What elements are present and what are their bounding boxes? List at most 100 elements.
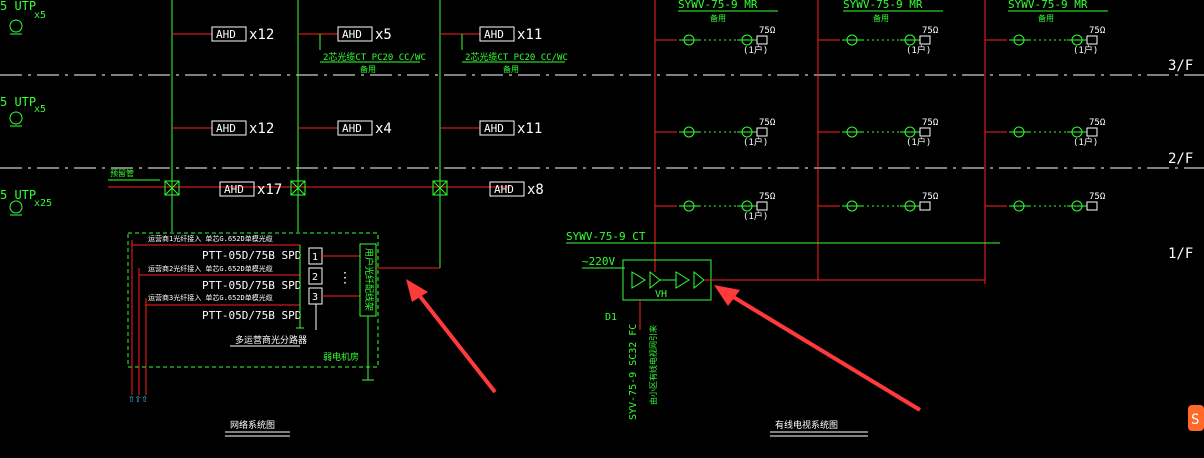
outlet-count-label: (1户) xyxy=(1073,136,1098,148)
catv-top-labels: SYWV-75-9 MR 备用 SYWV-75-9 MR 备用 SYWV-75-… xyxy=(678,0,1108,23)
svg-text:VH: VH xyxy=(655,289,667,300)
floor-label-3: 3/F xyxy=(1168,58,1193,74)
splitter-label: 多运营商光分路器 xyxy=(235,334,307,346)
svg-text:1: 1 xyxy=(312,252,318,263)
svg-text:备用: 备用 xyxy=(873,13,889,23)
spare-note-2: 备用 xyxy=(503,64,519,74)
terminal-resistor xyxy=(1086,201,1098,211)
terminal-resistor xyxy=(756,127,768,137)
terminal-label: 75Ω xyxy=(759,118,776,128)
svg-text:x12: x12 xyxy=(249,27,274,43)
ahd-box-f2-2: AHD x4 xyxy=(337,120,392,137)
spd-1: PTT-05D/75B SPD xyxy=(202,249,301,262)
catv-tap-row: 75Ω (1户) xyxy=(818,118,939,148)
svg-text:x8: x8 xyxy=(527,182,544,198)
terminal-resistor xyxy=(919,201,931,211)
terminal-label: 75Ω xyxy=(922,26,939,36)
port-dots: ⋮ xyxy=(338,270,352,286)
feed-cable-label: SYWV-75-9 CT xyxy=(566,230,646,243)
ground-label: D1 xyxy=(605,312,617,323)
utp-label: 5 UTP xyxy=(0,95,36,109)
operator-3: 运营商3光纤接入 单芯G.652D单模光缆 xyxy=(148,293,273,302)
svg-text:AHD: AHD xyxy=(342,122,362,135)
svg-text:x5: x5 xyxy=(375,27,392,43)
utp-group-2: 5 UTP x5 xyxy=(0,95,46,127)
svg-text:AHD: AHD xyxy=(224,183,244,196)
svg-text:AHD: AHD xyxy=(342,28,362,41)
logo-icon: S xyxy=(1188,405,1204,431)
network-caption: 网络系统图 xyxy=(230,419,275,431)
svg-text:x11: x11 xyxy=(517,27,542,43)
utp-count: x25 xyxy=(34,198,52,209)
riser-cable-label: SYV-75-9 SC32 FC xyxy=(628,324,639,420)
terminal-resistor xyxy=(1086,127,1098,137)
port-box-3: 3 xyxy=(308,287,323,305)
terminal-label: 75Ω xyxy=(1089,26,1106,36)
outlet-count-label: (1户) xyxy=(743,210,768,222)
catv-tap-row: 75Ω xyxy=(818,192,939,212)
catv-tap-row: 75Ω (1户) xyxy=(985,26,1106,56)
outlet-count-label: (1户) xyxy=(906,44,931,56)
svg-text:AHD: AHD xyxy=(494,183,514,196)
svg-text:AHD: AHD xyxy=(216,28,236,41)
odf-frame: 用户光纤配线架 xyxy=(359,243,377,317)
terminal-resistor xyxy=(919,127,931,137)
junction-box-1 xyxy=(164,180,180,196)
svg-text:用户光纤配线架: 用户光纤配线架 xyxy=(363,248,375,311)
operator-2: 运营商2光纤接入 单芯G.652D单模光缆 xyxy=(148,264,273,273)
machine-room-frame xyxy=(127,232,379,368)
riser-cable-note: 由小区有线电视网引来 xyxy=(648,325,658,405)
riser-note: 预留管 xyxy=(110,168,134,178)
outlet-count-label: (1户) xyxy=(743,136,768,148)
spare-note-1: 备用 xyxy=(360,64,376,74)
ahd-box-f2-3: AHD x11 xyxy=(479,120,542,137)
outlet-icon xyxy=(9,19,23,33)
ahd-box-f2-1: AHD x12 xyxy=(211,120,274,137)
utp-label: 5 UTP xyxy=(0,0,36,13)
annotation-arrow-2 xyxy=(714,285,922,412)
port-box-1: 1 xyxy=(308,247,323,265)
outlet-count-label: (1户) xyxy=(743,44,768,56)
junction-box-3 xyxy=(432,180,448,196)
utp-group-1: 5 UTP x25 xyxy=(0,188,52,216)
port-box-2: 2 xyxy=(308,267,323,285)
catv-tap-row: 75Ω (1户) xyxy=(985,118,1106,148)
svg-text:S: S xyxy=(1191,412,1199,428)
ahd-box-f1-2: AHD x8 xyxy=(489,181,544,198)
terminal-label: 75Ω xyxy=(1089,192,1106,202)
catv-tap-row: 75Ω(1户) xyxy=(655,192,776,222)
svg-text:x11: x11 xyxy=(517,121,542,137)
arrow-up-icon: ⇧⇧⇧ xyxy=(128,392,148,405)
svg-text:AHD: AHD xyxy=(484,28,504,41)
catv-taps: 75Ω (1户) 75Ω (1户) 75Ω (1户) 75Ω (1户) 75Ω (1户) 75Ω (1… xyxy=(655,26,1106,222)
svg-text:备用: 备用 xyxy=(1038,13,1054,23)
svg-text:x4: x4 xyxy=(375,121,392,137)
power-label: ~220V xyxy=(582,255,615,268)
svg-text:SYWV-75-9 MR: SYWV-75-9 MR xyxy=(843,0,923,11)
catv-tap-row: 75Ω (1户) xyxy=(818,26,939,56)
utp-group-3: 5 UTP x5 xyxy=(0,0,46,35)
floor-label-2: 2/F xyxy=(1168,151,1193,167)
outlet-count-label: (1户) xyxy=(1073,44,1098,56)
terminal-label: 75Ω xyxy=(759,26,776,36)
svg-text:SYWV-75-9 MR: SYWV-75-9 MR xyxy=(1008,0,1088,11)
catv-tap-row: 75Ω (1户) xyxy=(655,118,776,148)
conduit-note-1: 2芯光缆CT PC20 CC/WC xyxy=(323,51,426,63)
terminal-resistor xyxy=(756,35,768,45)
terminal-resistor xyxy=(919,35,931,45)
svg-text:3: 3 xyxy=(312,292,318,303)
catv-tap-row: 75Ω xyxy=(985,192,1106,212)
svg-text:2: 2 xyxy=(312,272,318,283)
outlet-count-label: (1户) xyxy=(906,136,931,148)
terminal-label: 75Ω xyxy=(922,118,939,128)
svg-text:SYWV-75-9 MR: SYWV-75-9 MR xyxy=(678,0,758,11)
utp-count: x5 xyxy=(34,10,46,21)
operator-1: 运营商1光纤接入 单芯G.652D单模光缆 xyxy=(148,234,273,243)
terminal-label: 75Ω xyxy=(1089,118,1106,128)
conduit-note-2: 2芯光缆CT PC20 CC/WC xyxy=(465,51,568,63)
ahd-box-f3-2: AHD x5 xyxy=(337,26,392,43)
svg-text:AHD: AHD xyxy=(484,122,504,135)
svg-text:备用: 备用 xyxy=(710,13,726,23)
